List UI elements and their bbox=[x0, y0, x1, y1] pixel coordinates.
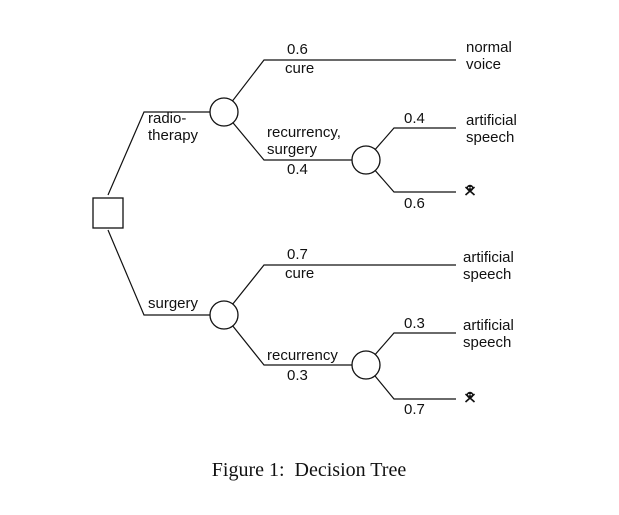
branch-probability: 0.6 bbox=[404, 195, 425, 212]
decision-node bbox=[92, 197, 124, 229]
branch-probability: 0.7 bbox=[287, 246, 308, 263]
edge-surgery bbox=[107, 229, 224, 316]
edge-rt-recurrency bbox=[223, 111, 366, 161]
option-label-surgery: surgery bbox=[148, 295, 199, 312]
branch-probability: 0.4 bbox=[404, 110, 425, 127]
chance-node-rt-recurrency bbox=[351, 145, 381, 175]
edge-sg-rec-death bbox=[365, 364, 456, 400]
outcome-label: speech bbox=[466, 129, 514, 146]
branch-label: recurrency bbox=[267, 347, 338, 364]
option-label-radiotherapy: radio- bbox=[148, 110, 186, 127]
edge-sg-cure bbox=[223, 264, 456, 316]
skull-crossbones-icon bbox=[464, 391, 476, 403]
branch-probability: 0.4 bbox=[287, 161, 308, 178]
branch-label: cure bbox=[285, 265, 314, 282]
edge-radiotherapy bbox=[107, 111, 224, 196]
edge-sg-recurrency bbox=[223, 314, 366, 366]
chance-node-radiotherapy bbox=[209, 97, 239, 127]
outcome-label: normal bbox=[466, 39, 512, 56]
chance-node-sg-recurrency bbox=[351, 350, 381, 380]
branch-probability: 0.6 bbox=[287, 41, 308, 58]
branch-probability: 0.7 bbox=[404, 401, 425, 418]
branch-probability: 0.3 bbox=[287, 367, 308, 384]
skull-crossbones-icon bbox=[464, 184, 476, 196]
branch-label: surgery bbox=[267, 141, 318, 158]
branch-probability: 0.3 bbox=[404, 315, 425, 332]
outcome-label: artificial bbox=[466, 112, 517, 129]
figure-caption: Figure 1: Decision Tree bbox=[212, 459, 407, 481]
outcome-label: artificial bbox=[463, 249, 514, 266]
outcome-label: voice bbox=[466, 56, 501, 73]
outcome-label: speech bbox=[463, 266, 511, 283]
outcome-label: artificial bbox=[463, 317, 514, 334]
chance-node-surgery bbox=[209, 300, 239, 330]
branch-label: cure bbox=[285, 60, 314, 77]
option-label-radiotherapy: therapy bbox=[148, 127, 199, 144]
edge-rt-cure bbox=[223, 59, 456, 113]
outcome-label: speech bbox=[463, 334, 511, 351]
branch-label: recurrency, bbox=[267, 124, 341, 141]
